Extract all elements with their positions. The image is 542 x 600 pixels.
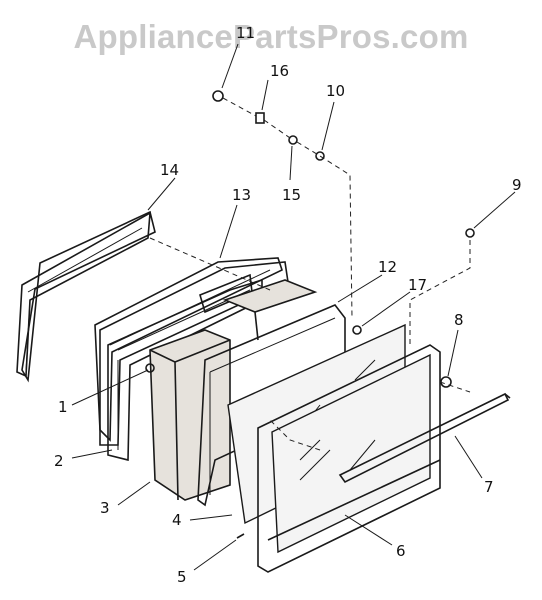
callout-16: 16 bbox=[270, 62, 289, 80]
callout-4: 4 bbox=[172, 511, 182, 529]
callout-14: 14 bbox=[160, 161, 179, 179]
assembly-lines bbox=[149, 97, 471, 451]
part-6-outer-frame bbox=[257, 344, 441, 573]
part-14-gasket bbox=[16, 210, 156, 383]
part-1-screw bbox=[145, 363, 155, 373]
callout-2: 2 bbox=[54, 452, 64, 470]
callout-labels: 11 16 10 14 13 15 9 12 17 8 1 2 3 4 5 6 … bbox=[54, 24, 522, 586]
part-5-pin bbox=[236, 533, 245, 539]
part-17-grommet bbox=[352, 325, 362, 335]
leader-lines bbox=[71, 43, 516, 571]
callout-17: 17 bbox=[408, 276, 427, 294]
callout-6: 6 bbox=[396, 542, 406, 560]
part-11-screw bbox=[212, 90, 224, 102]
part-10-bushing bbox=[315, 151, 325, 161]
watermark: AppliancePartsPros.com bbox=[73, 18, 469, 55]
part-7-handle bbox=[338, 392, 511, 484]
part-15-washer bbox=[288, 135, 298, 145]
part-16-clip bbox=[255, 112, 265, 124]
callout-9: 9 bbox=[512, 176, 522, 194]
callout-13: 13 bbox=[232, 186, 251, 204]
callout-15: 15 bbox=[282, 186, 301, 204]
callout-8: 8 bbox=[454, 311, 464, 329]
hardware-pieces bbox=[145, 90, 475, 539]
callout-3: 3 bbox=[100, 499, 110, 517]
part-9-screw bbox=[465, 228, 475, 238]
callout-1: 1 bbox=[58, 398, 68, 416]
callout-12: 12 bbox=[378, 258, 397, 276]
callout-11: 11 bbox=[236, 24, 255, 42]
callout-7: 7 bbox=[484, 478, 494, 496]
callout-10: 10 bbox=[326, 82, 345, 100]
callout-5: 5 bbox=[177, 568, 187, 586]
